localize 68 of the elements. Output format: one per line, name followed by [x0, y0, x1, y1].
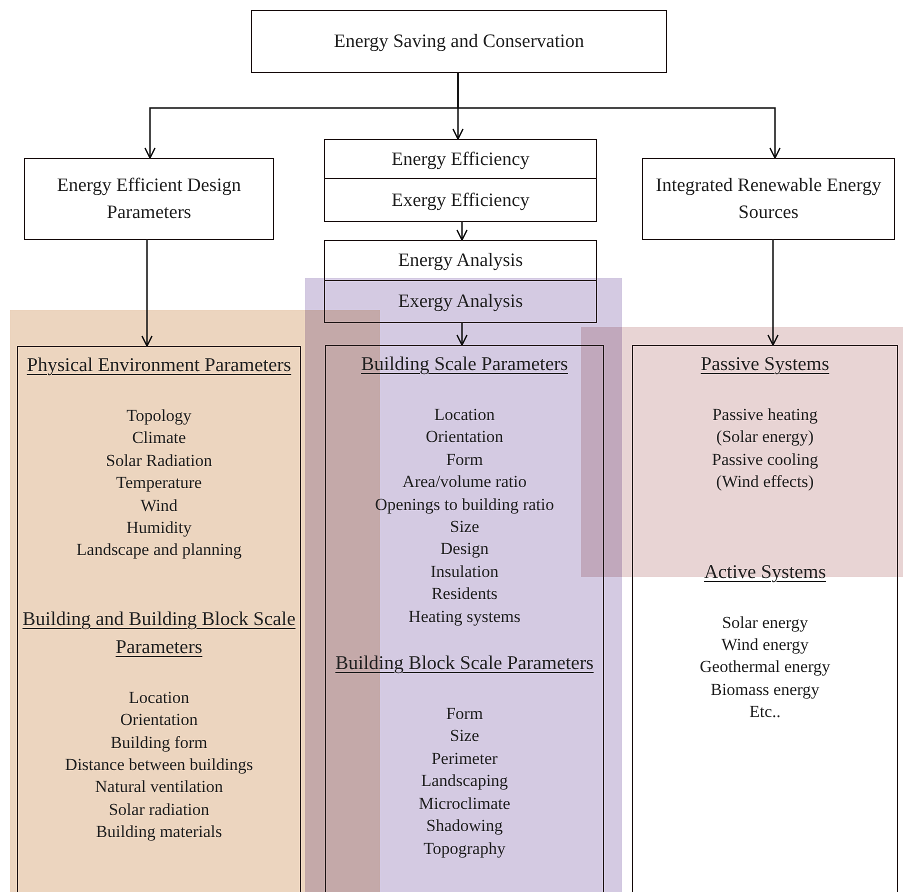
section-heading: Building and Building Block Scale Parameters	[22, 608, 296, 660]
process-box	[324, 240, 597, 281]
list-item: Size	[450, 725, 480, 748]
list-item: Humidity	[126, 517, 192, 540]
list-item: Heating systems	[408, 606, 520, 628]
arrow	[456, 323, 468, 346]
list-item: Etc..	[749, 701, 781, 724]
list-item: Topology	[126, 405, 192, 427]
process-box	[642, 158, 895, 240]
list-item: Location	[128, 686, 190, 709]
section-heading: Active Systems	[704, 560, 826, 585]
section-heading: Passive Systems	[700, 353, 830, 377]
box-label: Energy Saving and Conservation	[334, 30, 584, 54]
section-heading: Physical Environment Parameters	[26, 354, 292, 378]
list-item: Openings to building ratio	[375, 494, 554, 516]
list-item: Solar radiation	[108, 798, 210, 821]
list-item: Form	[446, 448, 483, 471]
list-item: Building form	[110, 732, 208, 754]
list-item: Temperature	[116, 472, 202, 494]
section-heading: Building Block Scale Parameters	[335, 652, 594, 676]
parameter-panel	[632, 345, 898, 892]
process-box	[324, 178, 597, 222]
list-item: (Wind effects)	[716, 471, 814, 494]
box-label: Energy Efficiency	[391, 148, 530, 172]
list-item: Natural ventilation	[95, 776, 223, 798]
list-item: Insulation	[430, 560, 498, 583]
arrow	[767, 240, 779, 346]
list-item: Area/volume ratio	[402, 471, 527, 494]
list-item: Residents	[431, 583, 498, 606]
box-label: Integrated Renewable Energy Sources	[654, 174, 882, 225]
process-box	[324, 280, 597, 323]
list-item: Design	[440, 538, 489, 560]
process-box	[251, 10, 667, 73]
parameter-panel	[17, 346, 301, 892]
list-item: Landscape and planning	[76, 539, 242, 562]
process-box	[24, 158, 274, 240]
list-item: Passive cooling	[712, 448, 818, 471]
list-item: Geothermal energy	[700, 656, 830, 678]
list-item: Location	[434, 404, 495, 426]
list-item: Solar Radiation	[106, 450, 212, 472]
list-item: Climate	[132, 427, 186, 450]
list-item: Solar energy	[722, 612, 808, 634]
arrow	[141, 240, 153, 347]
list-item: Building materials	[96, 821, 222, 844]
arrow	[457, 73, 781, 159]
list-item: Form	[446, 703, 483, 726]
list-item: (Solar energy)	[716, 426, 814, 448]
parameter-panel	[325, 345, 604, 892]
list-item: Shadowing	[426, 815, 503, 838]
arrow	[456, 222, 468, 241]
list-item: Size	[450, 516, 480, 538]
box-label: Energy Analysis	[398, 249, 523, 273]
section-heading: Building Scale Parameters	[361, 353, 568, 377]
box-label: Energy Efficient Design Parameters	[56, 174, 242, 225]
list-item: Orientation	[120, 709, 198, 732]
list-item: Wind energy	[721, 634, 809, 656]
list-item: Orientation	[426, 426, 504, 448]
list-item: Passive heating	[712, 404, 818, 426]
list-item: Perimeter	[431, 748, 498, 770]
list-item: Biomass energy	[710, 678, 820, 701]
box-label: Exergy Efficiency	[391, 188, 530, 212]
list-item: Landscaping	[421, 770, 508, 792]
list-item: Microclimate	[418, 792, 510, 815]
box-label: Exergy Analysis	[398, 290, 523, 314]
process-box	[324, 139, 597, 179]
list-item: Distance between buildings	[65, 754, 253, 776]
list-item: Topography	[424, 838, 506, 860]
list-item: Wind	[140, 494, 178, 517]
